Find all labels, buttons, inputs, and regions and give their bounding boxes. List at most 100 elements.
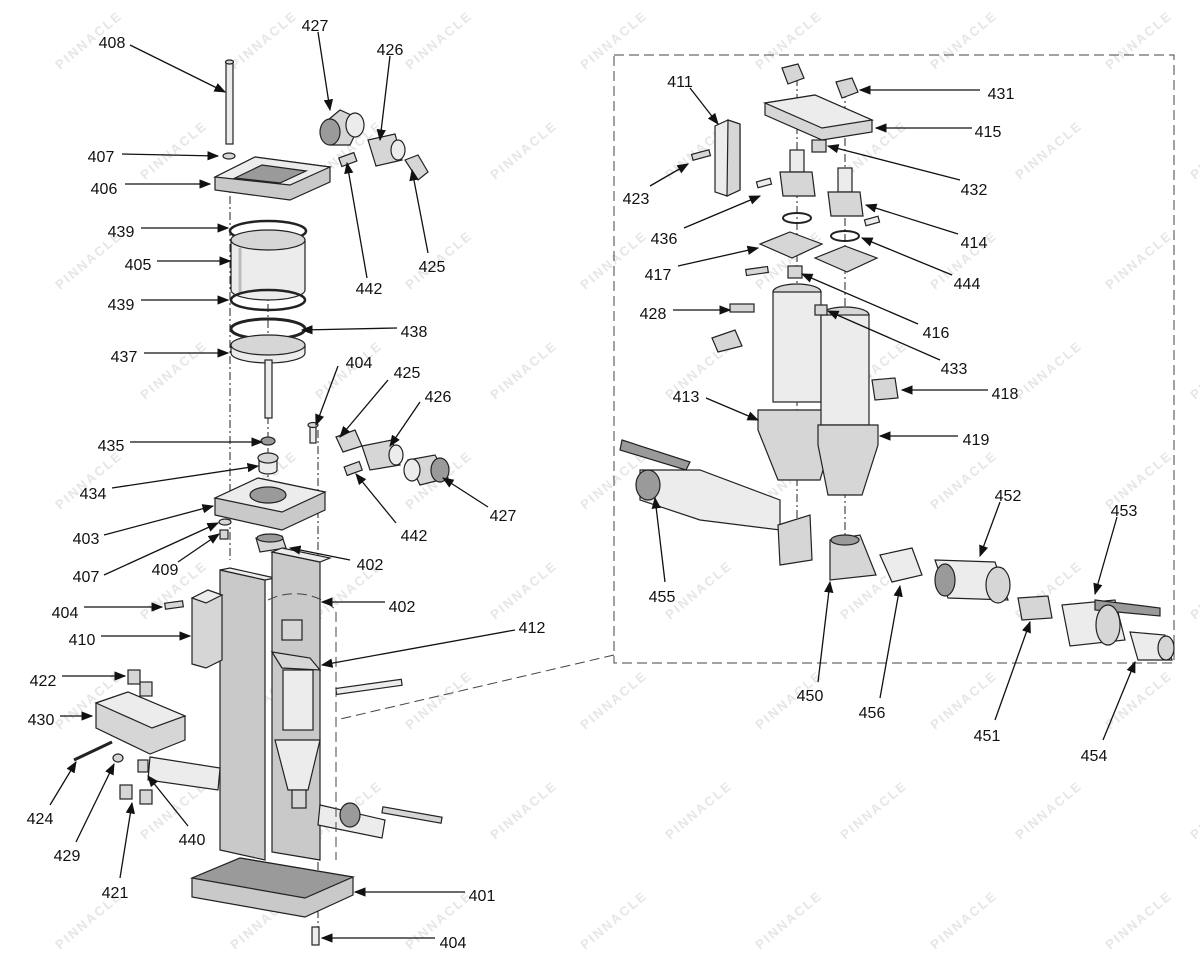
callout-c437: 437	[111, 349, 138, 366]
solenoid-430	[94, 691, 187, 755]
callout-c403: 403	[73, 531, 100, 548]
bar-411	[714, 119, 741, 197]
watermark-text: PINNACLE	[1102, 888, 1175, 952]
pump-body-419	[817, 306, 879, 496]
leader-c425a	[409, 168, 429, 254]
leader-c409	[177, 533, 220, 563]
fitting-416	[787, 265, 803, 279]
callout-c411: 411	[667, 74, 693, 91]
detail-assembly	[619, 63, 1175, 661]
leader-c436	[683, 195, 762, 229]
o-ring-439-lower	[229, 288, 307, 312]
leader-lines	[49, 31, 1136, 943]
watermark-text: PINNACLE	[1102, 668, 1175, 732]
bushing-434	[257, 452, 279, 475]
callout-c433: 433	[941, 361, 968, 378]
watermark-text: PINNACLE	[577, 668, 650, 732]
callout-c407a: 407	[88, 149, 115, 166]
plate-415	[762, 94, 875, 141]
leader-c423	[649, 163, 690, 187]
leader-c411	[689, 87, 719, 125]
tee-455	[777, 514, 813, 566]
callout-c444: 444	[954, 276, 981, 293]
watermark-text: PINNACLE	[927, 8, 1000, 72]
callout-c406: 406	[91, 181, 118, 198]
washer-407-lower	[218, 518, 232, 526]
fitting-427-middle	[403, 454, 450, 486]
fitting-454	[1129, 631, 1175, 661]
callout-c428: 428	[640, 306, 667, 323]
callout-c405: 405	[125, 257, 152, 274]
leader-c402a	[288, 545, 351, 561]
callout-c442b: 442	[401, 528, 428, 545]
elbow-425-upper	[404, 154, 429, 181]
screw-424	[73, 740, 113, 762]
callout-c429: 429	[54, 848, 81, 865]
leader-c440	[147, 775, 189, 827]
fitting-452	[934, 559, 1011, 604]
callout-c423: 423	[623, 191, 650, 208]
watermark-text: PINNACLE	[577, 888, 650, 952]
tee-450	[829, 534, 877, 581]
fitting-440	[137, 759, 153, 805]
callout-c453: 453	[1111, 503, 1138, 520]
leader-c438	[300, 325, 398, 335]
leader-c456	[879, 584, 903, 699]
leader-c424	[49, 760, 77, 806]
callout-c410: 410	[69, 632, 96, 649]
callout-c432: 432	[961, 182, 988, 199]
watermark-text: PINNACLE	[1012, 338, 1085, 402]
fitting-427-upper	[319, 109, 365, 146]
callout-c454: 454	[1081, 748, 1108, 765]
fitting-429	[112, 753, 124, 763]
fitting-442-middle	[343, 460, 363, 477]
elbow-413-left	[711, 329, 743, 353]
callout-c401: 401	[469, 888, 496, 905]
callout-c456: 456	[859, 705, 886, 722]
leader-c454	[1102, 660, 1136, 741]
leader-c407b	[103, 522, 220, 576]
watermark-text: PINNACLE	[137, 338, 210, 402]
base-cap-403	[213, 477, 327, 531]
bracket-412	[270, 619, 322, 671]
callout-c451: 451	[974, 728, 1001, 745]
callout-c425a: 425	[419, 259, 446, 276]
callout-c412: 412	[519, 620, 546, 637]
watermark-text: PINNACLE	[137, 118, 210, 182]
rod-412	[335, 678, 403, 696]
o-ring-444	[830, 230, 860, 242]
callout-c404b: 404	[52, 605, 79, 622]
block-432	[811, 139, 827, 153]
nut-402	[255, 533, 287, 553]
callout-c430: 430	[28, 712, 55, 729]
callout-c439a: 439	[108, 224, 135, 241]
callout-c440: 440	[179, 832, 206, 849]
elbow-456	[879, 547, 923, 583]
pump-body	[274, 669, 321, 809]
watermark-text: PINNACLE	[1187, 338, 1200, 402]
watermark-text: PINNACLE	[1012, 778, 1085, 842]
leader-c434	[111, 462, 260, 489]
callout-c427a: 427	[302, 18, 329, 35]
left-assembly	[73, 59, 450, 946]
leader-c432	[826, 144, 961, 181]
watermark-text: PINNACLE	[1187, 118, 1200, 182]
watermark-text: PINNACLE	[752, 888, 825, 952]
callout-c427b: 427	[490, 508, 517, 525]
leader-c413	[705, 397, 760, 421]
leader-c412	[320, 629, 516, 668]
leader-c403	[103, 504, 215, 536]
leader-c455	[651, 496, 666, 583]
leader-c450	[817, 580, 834, 683]
callout-c402b: 402	[389, 599, 416, 616]
callout-c404c: 404	[440, 935, 467, 952]
leader-c417	[677, 245, 760, 267]
leader-c427a	[317, 31, 334, 112]
leader-c427b	[442, 477, 489, 508]
fitting-433	[814, 304, 828, 316]
callout-c408: 408	[99, 35, 126, 52]
collar-417	[758, 231, 879, 273]
nipple-451	[1017, 595, 1053, 621]
